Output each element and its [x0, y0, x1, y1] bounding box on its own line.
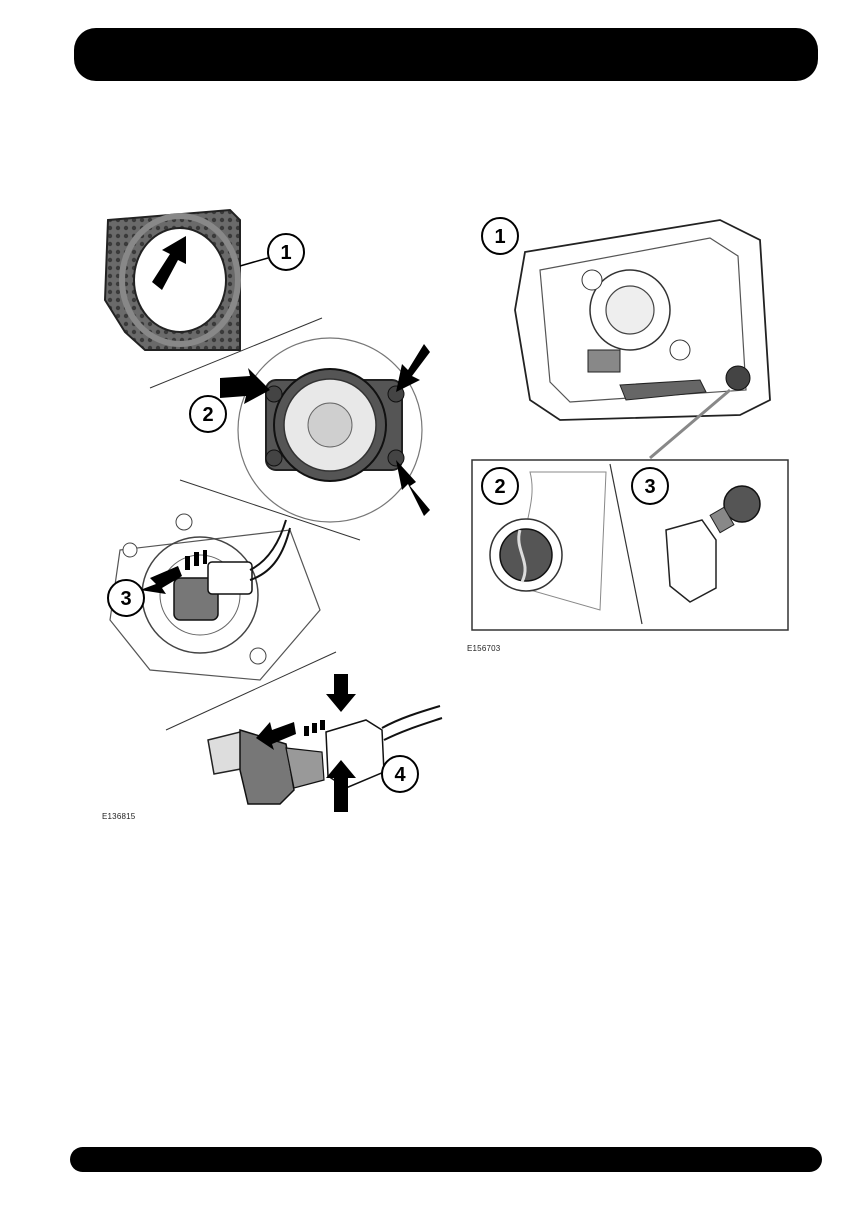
figure-headlamp-side-bulb: 1 2 3 [470, 210, 800, 635]
svg-text:2: 2 [202, 404, 213, 426]
svg-text:2: 2 [494, 476, 505, 498]
footer-bar [70, 1147, 822, 1172]
svg-text:1: 1 [280, 242, 291, 264]
figure-code-right: E156703 [467, 644, 500, 653]
bezel-panel [105, 210, 240, 350]
callout-2: 2 [482, 468, 518, 504]
figure-code-left: E136815 [102, 812, 135, 821]
callout-4: 4 [382, 756, 418, 792]
callout-3: 3 [632, 468, 668, 504]
svg-text:3: 3 [644, 476, 655, 498]
callout-1: 1 [268, 234, 304, 270]
callout-1: 1 [482, 218, 518, 254]
fog-lamp-icon [238, 338, 422, 522]
svg-text:4: 4 [394, 764, 406, 786]
svg-text:1: 1 [494, 226, 505, 248]
callout-3: 3 [108, 580, 144, 616]
headlamp-icon [515, 220, 770, 420]
callout-2: 2 [190, 396, 226, 432]
svg-text:3: 3 [120, 588, 131, 610]
figure-fog-lamp-bulb-replacement: 1 2 [90, 200, 450, 820]
header-bar [74, 28, 818, 81]
